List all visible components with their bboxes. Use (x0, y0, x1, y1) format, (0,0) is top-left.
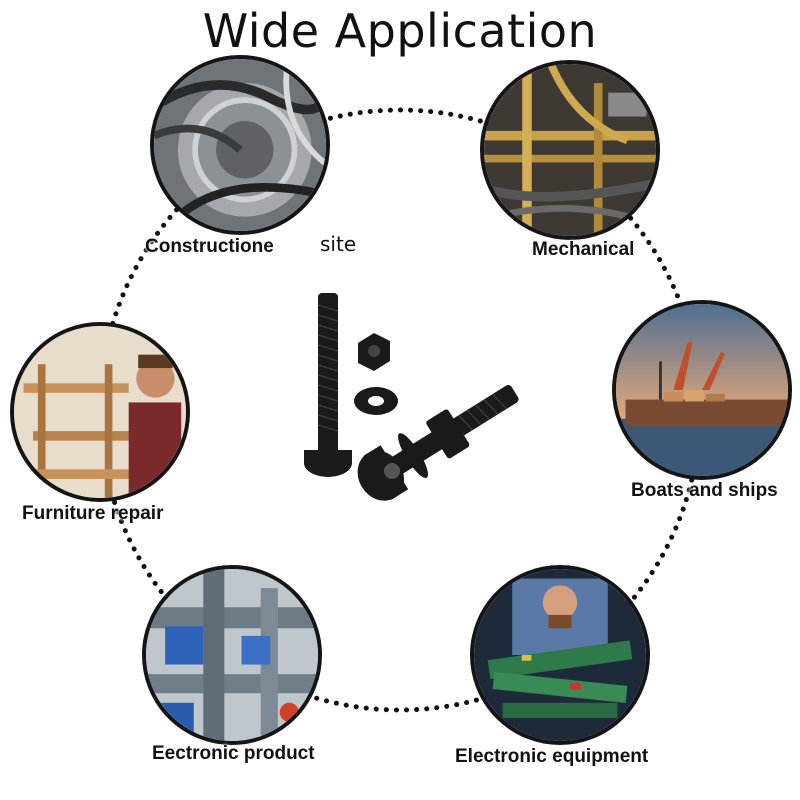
application-label-mechanical: Mechanical (532, 239, 635, 260)
application-photo-construction (150, 55, 330, 235)
page-title: Wide Application (202, 4, 598, 58)
application-label-construction-extra: site (320, 232, 357, 256)
circuit-board-icon (474, 569, 646, 741)
application-photo-electronic-equipment (470, 565, 650, 745)
harbor-icon (616, 304, 788, 476)
application-label-electronic-product: Eectronic product (152, 743, 315, 764)
bolt-nut-washer-icon (304, 293, 519, 501)
application-photo-electronic-product (142, 565, 322, 745)
carpenter-icon (14, 326, 186, 498)
application-photo-boats (612, 300, 792, 480)
application-photo-mechanical (480, 60, 660, 240)
engine-icon (154, 59, 326, 231)
pipeline-icon (146, 569, 318, 741)
application-label-electronic-equipment: Electronic equipment (455, 746, 649, 767)
application-label-boats: Boats and ships (631, 480, 778, 501)
application-photo-furniture (10, 322, 190, 502)
application-label-furniture: Furniture repair (22, 503, 164, 524)
pipes-icon (484, 64, 656, 236)
application-label-construction: Constructione (145, 236, 274, 257)
